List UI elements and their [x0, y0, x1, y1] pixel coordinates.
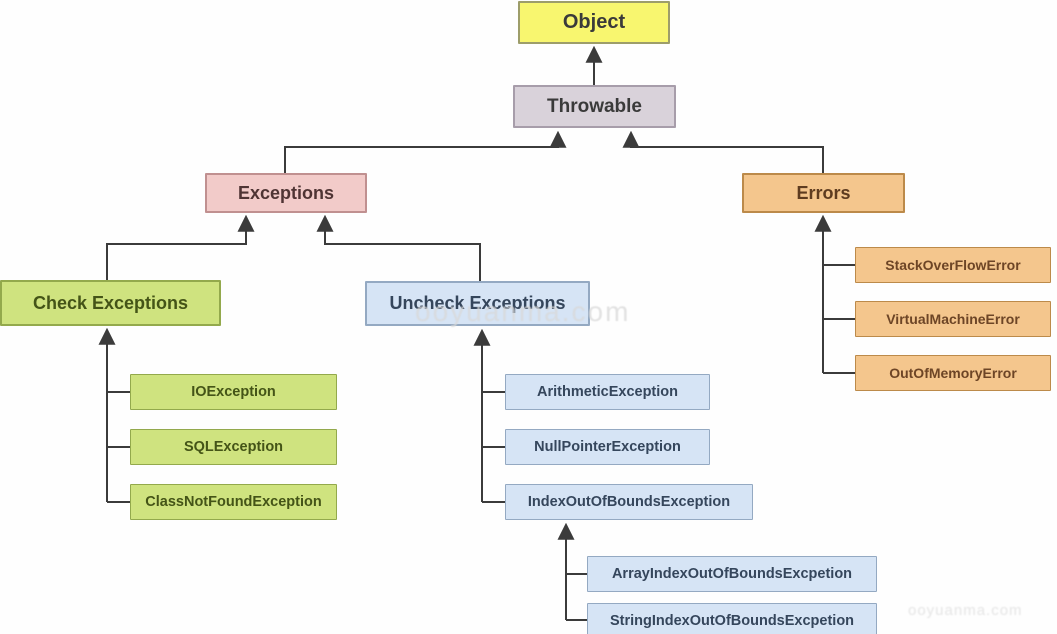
- node-string-index-out-of-bounds: StringIndexOutOfBoundsExcpetion: [587, 603, 877, 634]
- node-null-pointer-exception: NullPointerException: [505, 429, 710, 465]
- node-arithmetic-exception: ArithmeticException: [505, 374, 710, 410]
- node-object: Object: [518, 1, 670, 44]
- node-class-not-found-exception: ClassNotFoundException: [130, 484, 337, 520]
- node-out-of-memory-error: OutOfMemoryError: [855, 355, 1051, 391]
- edge-errors-throwable: [622, 130, 824, 173]
- node-index-out-of-bounds-exception: IndexOutOfBoundsException: [505, 484, 753, 520]
- node-sql-exception: SQLException: [130, 429, 337, 465]
- edge-check-exceptions: [106, 214, 255, 280]
- edge-exceptions-throwable: [284, 130, 567, 173]
- node-io-exception: IOException: [130, 374, 337, 410]
- edge-uncheck-exceptions: [316, 214, 481, 281]
- node-errors: Errors: [742, 173, 905, 213]
- node-exceptions: Exceptions: [205, 173, 367, 213]
- node-virtual-machine-error: VirtualMachineError: [855, 301, 1051, 337]
- node-stack-overflow-error: StackOverFlowError: [855, 247, 1051, 283]
- node-array-index-out-of-bounds: ArrayIndexOutOfBoundsExcpetion: [587, 556, 877, 592]
- node-uncheck-exceptions: Uncheck Exceptions: [365, 281, 590, 326]
- node-check-exceptions: Check Exceptions: [0, 280, 221, 326]
- node-throwable: Throwable: [513, 85, 676, 128]
